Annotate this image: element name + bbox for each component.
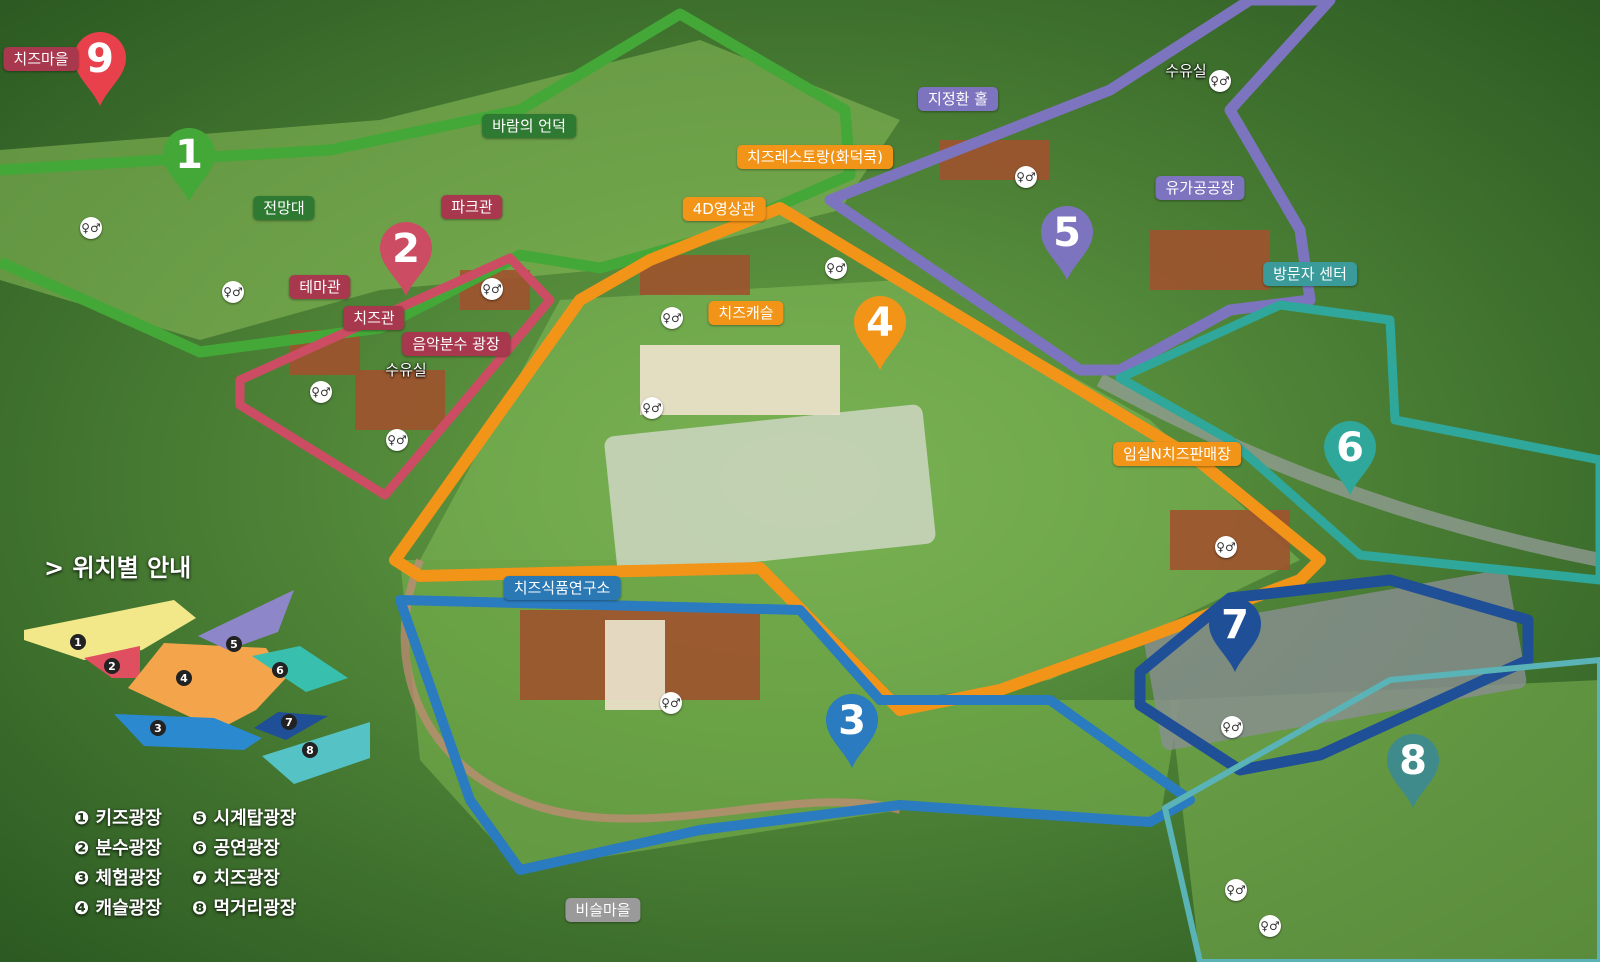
label-cheese-hall[interactable]: 치즈관 [343,306,405,330]
legend-item: ❸ 체험광장 [74,868,162,889]
zone-pin-number: 3 [838,698,866,744]
legend-item: ❷ 분수광장 [74,838,162,859]
label-park-hall[interactable]: 파크관 [441,195,503,219]
restroom-icon[interactable]: ♀♂ [825,257,847,279]
zone-pin-number: 9 [86,36,114,82]
legend-zone-3[interactable] [114,714,262,750]
legend-item: ❼ 치즈광장 [192,868,280,889]
pin-shape [854,296,906,370]
restroom-icon[interactable]: ♀♂ [1221,716,1243,738]
restroom-icon[interactable]: ♀♂ [660,692,682,714]
zone-pin-number: 6 [1336,425,1364,471]
pin-shape [1324,421,1376,495]
legend-zone-num: 6 [276,664,284,677]
legend-zone-4[interactable] [128,643,286,730]
label-theme-hall[interactable]: 테마관 [289,275,351,299]
legend-zone-num: 2 [108,660,116,673]
legend-item: ❽ 먹거리광장 [192,898,297,919]
label-nursing-room[interactable]: 수유실 [385,361,427,379]
label-nursing-room[interactable]: 수유실 [1165,62,1207,80]
legend-zone-6[interactable] [252,646,348,692]
zone-pin-2[interactable]: 2 [378,220,434,296]
label-observatory[interactable]: 전망대 [253,196,315,220]
legend-zone-5[interactable] [198,590,294,650]
restroom-icon[interactable]: ♀♂ [641,397,663,419]
legend-zone-num: 5 [230,638,238,651]
zone-pin-number: 8 [1399,738,1427,784]
restroom-icon[interactable]: ♀♂ [481,278,503,300]
zone-pin-5[interactable]: 5 [1039,204,1095,280]
pin-shape [1041,206,1093,280]
restroom-icon[interactable]: ♀♂ [1215,536,1237,558]
pin-shape [826,694,878,768]
legend-title: > 위치별 안내 [44,548,191,583]
restroom-icon[interactable]: ♀♂ [386,429,408,451]
restroom-icon[interactable]: ♀♂ [1209,70,1231,92]
restroom-icon[interactable]: ♀♂ [1259,915,1281,937]
label-cheese-castle[interactable]: 치즈캐슬 [708,301,784,325]
zone-pin-number: 2 [392,226,420,272]
legend-zone-num: 7 [285,716,293,729]
zone-pin-6[interactable]: 6 [1322,419,1378,495]
restroom-icon[interactable]: ♀♂ [661,307,683,329]
label-imsil-cheese-shop[interactable]: 임실N치즈판매장 [1113,442,1241,466]
zone-pin-1[interactable]: 1 [161,126,217,202]
restroom-icon[interactable]: ♀♂ [1015,166,1037,188]
legend-title-text: 위치별 안내 [72,554,192,582]
legend-zone-num: 1 [74,636,82,649]
restroom-icon[interactable]: ♀♂ [310,381,332,403]
pin-shape [380,222,432,296]
restroom-icon[interactable]: ♀♂ [222,281,244,303]
legend-zone-diagram: 1 2 3 4 5 6 7 8 [24,590,370,784]
location-legend: > 위치별 안내 1 2 3 4 5 6 7 8 ❶ 키즈광장 ❷ 분수광장 ❸… [14,548,384,938]
legend-item: ❹ 캐슬광장 [74,898,162,919]
label-jijeonghwan-hall[interactable]: 지정환 홀 [918,87,998,111]
pin-shape [1209,598,1261,672]
chevron-right-icon: > [44,554,65,582]
label-visitor-center[interactable]: 방문자 센터 [1263,262,1357,286]
legend-item: ❶ 키즈광장 [74,808,162,829]
label-hill-of-wind[interactable]: 바람의 언덕 [482,114,576,138]
pin-shape [1387,734,1439,808]
pin-shape [74,32,126,106]
zone-pin-8[interactable]: 8 [1385,732,1441,808]
label-cheese-restaurant[interactable]: 치즈레스토랑(화덕쿡) [737,145,893,169]
pin-shape [163,128,215,202]
restroom-icon[interactable]: ♀♂ [80,217,102,239]
label-cheese-lab[interactable]: 치즈식품연구소 [503,576,621,600]
zone-pin-number: 7 [1221,602,1249,648]
zone-pin-3[interactable]: 3 [824,692,880,768]
restroom-icon[interactable]: ♀♂ [1225,879,1247,901]
label-cheese-village[interactable]: 치즈마을 [3,47,79,71]
zone-pin-number: 1 [175,132,203,178]
label-dairy-factory[interactable]: 유가공공장 [1155,176,1245,200]
zone-pin-number: 5 [1053,210,1081,256]
legend-zone-num: 8 [306,744,314,757]
legend-item: ❺ 시계탑광장 [192,808,297,829]
label-4d-theater[interactable]: 4D영상관 [682,197,766,221]
zone-pin-7[interactable]: 7 [1207,596,1263,672]
zone-pin-4[interactable]: 4 [852,294,908,370]
label-biseul-village[interactable]: 비슬마을 [565,898,641,922]
zone-pin-9[interactable]: 9 [72,30,128,106]
legend-zone-num: 3 [154,722,162,735]
zone-pin-number: 4 [866,300,894,346]
legend-item: ❻ 공연광장 [192,838,280,859]
legend-zone-1[interactable] [24,600,196,660]
legend-zone-num: 4 [180,672,188,685]
label-music-fountain[interactable]: 음악분수 광장 [402,332,510,356]
